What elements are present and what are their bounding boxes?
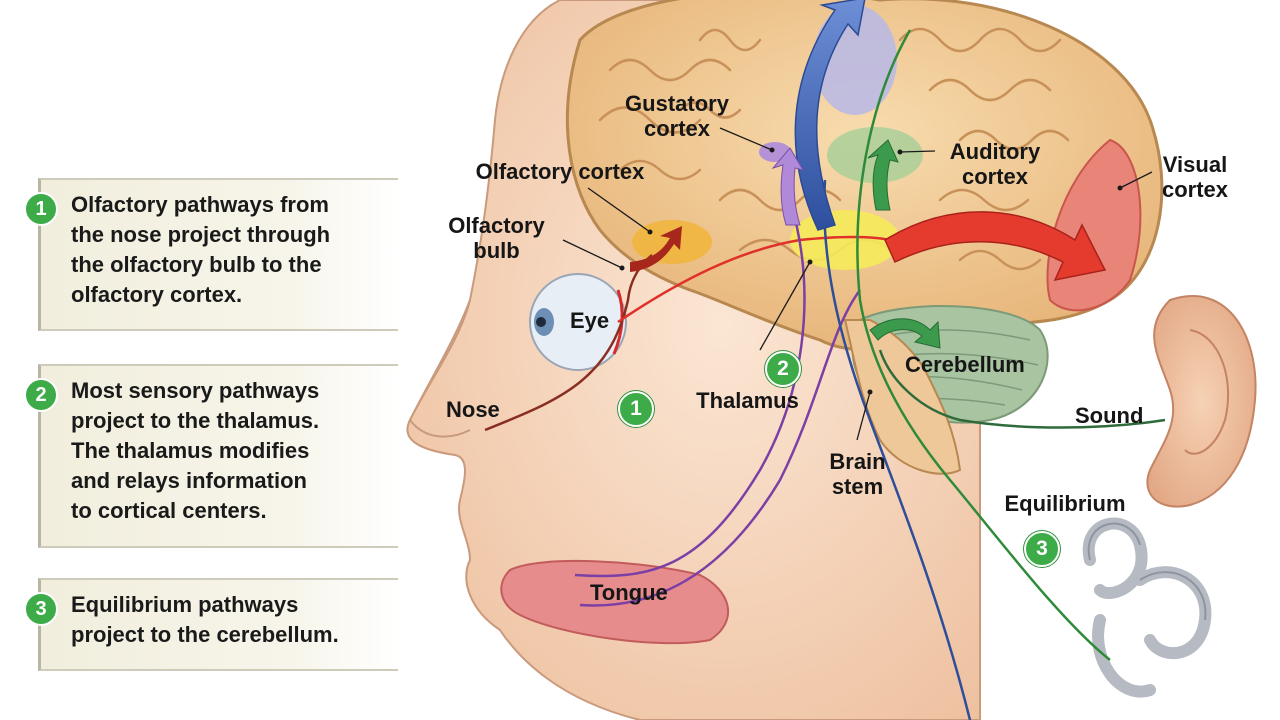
label-visual-cortex: Visual cortex [1161,152,1229,202]
step-badge-1: 1 [24,192,58,226]
callout-olfactory-pathways: 1 Olfactory pathways from the nose proje… [24,178,398,331]
callout-thalamus-pathways: 2 Most sensory pathways project to the t… [24,364,398,548]
olfactory-pathway-line [484,254,653,432]
pathways [484,29,1166,720]
step-badge-3: 3 [24,592,58,626]
label-nose: Nose [446,397,500,422]
visual-pathway-line [617,235,891,324]
brain-stem [843,319,962,475]
inner-ear [1082,517,1212,698]
ear [1146,295,1257,508]
cerebellum-arrow [869,318,941,349]
label-sound: Sound [1075,403,1144,428]
label-olfactory-cortex: Olfactory cortex [475,159,645,184]
label-gustatory-cortex: Gustatory cortex [625,91,729,141]
gustatory-arrow [771,147,805,226]
callout-text: Equilibrium pathways project to the cere… [71,592,339,647]
badge-equilibrium: 3 [1024,531,1060,567]
nose-shape [408,299,471,438]
gustatory-pathway-line [574,199,806,578]
visual-arrow [884,211,1107,282]
tongue-shape [500,559,729,645]
auditory-pathway-line [878,349,1166,429]
callout-text: Olfactory pathways from the nose project… [71,192,331,307]
equilibrium-pathway-line [856,29,1111,661]
callout-equilibrium-pathways: 3 Equilibrium pathways project to the ce… [24,578,398,671]
label-tongue: Tongue [590,580,668,605]
eye-drawing [529,273,627,371]
label-auditory-cortex: Auditory cortex [949,139,1041,189]
badge-olfactory-pathway: 1 [618,391,654,427]
label-olfactory-bulb: Olfactory bulb [448,213,545,263]
auditory-arrow [867,139,899,211]
somatosensory-pathway-line [823,179,972,720]
leader-lines [562,127,1153,441]
label-eye: Eye [570,308,610,333]
label-equilibrium: Equilibrium [1004,491,1126,516]
label-brain-stem: Brain stem [829,449,886,499]
label-thalamus: Thalamus [696,388,799,413]
callout-text: Most sensory pathways project to the tha… [71,378,320,523]
badge-thalamus: 2 [765,351,801,387]
label-cerebellum: Cerebellum [905,352,1025,377]
step-badge-2: 2 [24,378,58,412]
olfactory-arrow [630,226,682,272]
